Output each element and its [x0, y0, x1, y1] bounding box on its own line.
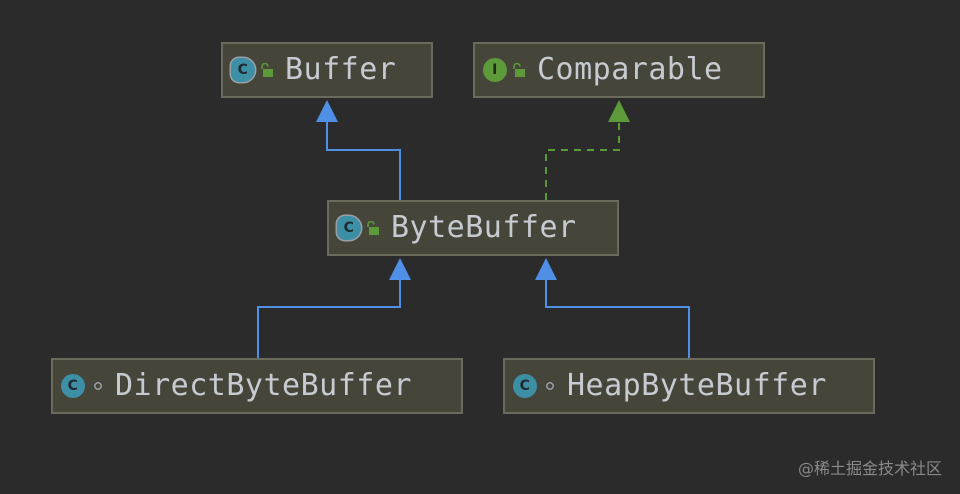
- node-label: HeapByteBuffer: [567, 368, 827, 403]
- arrowhead-bytebuffer-left: [389, 258, 411, 280]
- public-lock-icon: [261, 63, 273, 77]
- node-label: Comparable: [537, 52, 723, 87]
- arrowhead-comparable: [608, 100, 630, 122]
- interface-icon: I: [483, 58, 507, 82]
- abstract-class-icon: C: [231, 58, 255, 82]
- node-buffer[interactable]: C Buffer: [221, 42, 433, 98]
- arrowhead-bytebuffer-right: [535, 258, 557, 280]
- public-lock-icon: [367, 221, 379, 235]
- package-private-icon: [94, 382, 102, 390]
- edge-directbytebuffer-extends-bytebuffer: [257, 278, 401, 358]
- edge-heapbytebuffer-extends-bytebuffer: [545, 278, 690, 358]
- abstract-class-icon: C: [337, 216, 361, 240]
- node-bytebuffer[interactable]: C ByteBuffer: [327, 200, 619, 256]
- class-icon: C: [513, 374, 537, 398]
- class-icon: C: [61, 374, 85, 398]
- node-label: DirectByteBuffer: [115, 368, 412, 403]
- node-label: ByteBuffer: [391, 210, 577, 245]
- public-lock-icon: [513, 63, 525, 77]
- watermark: @稀土掘金技术社区: [797, 459, 942, 478]
- node-comparable[interactable]: I Comparable: [473, 42, 765, 98]
- node-label: Buffer: [285, 52, 397, 87]
- node-heapbytebuffer[interactable]: C HeapByteBuffer: [503, 358, 875, 414]
- arrowhead-buffer: [316, 100, 338, 122]
- node-directbytebuffer[interactable]: C DirectByteBuffer: [51, 358, 463, 414]
- edge-bytebuffer-extends-buffer: [326, 120, 401, 200]
- package-private-icon: [546, 382, 554, 390]
